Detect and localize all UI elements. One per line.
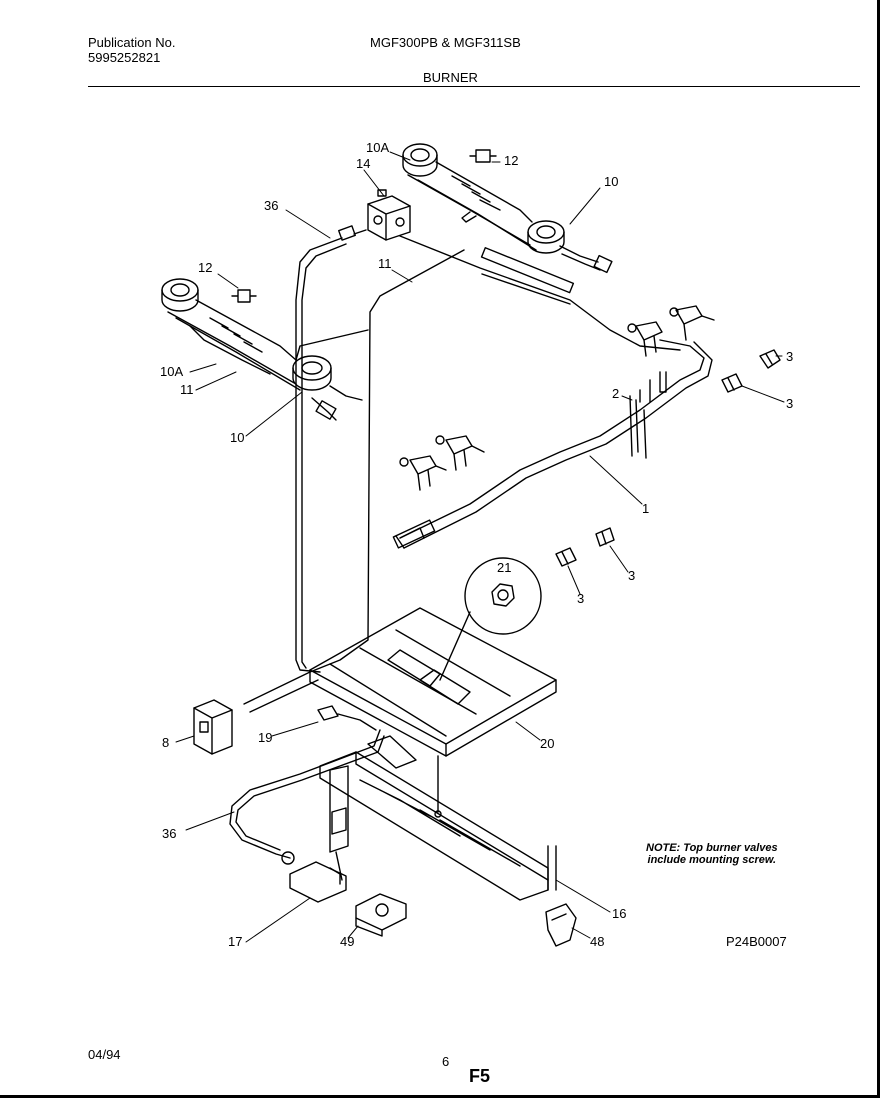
valve-front-right xyxy=(435,435,485,471)
valve-rear-left xyxy=(627,321,663,357)
safety-valve-8 xyxy=(193,699,233,755)
tube-36-main xyxy=(295,237,343,673)
knob-stem-3-b xyxy=(721,373,743,393)
callout-36-top: 36 xyxy=(264,198,278,213)
front-burner-assembly xyxy=(161,278,363,421)
callout-11-front: 11 xyxy=(180,382,194,397)
clip-12-top xyxy=(469,149,497,163)
callout-21: 21 xyxy=(497,560,511,575)
bracket-19 xyxy=(317,705,377,731)
callout-10-rear: 10 xyxy=(604,174,618,189)
callout-1: 1 xyxy=(642,501,649,516)
bracket-48 xyxy=(545,903,577,947)
note-line-2: include mounting screw. xyxy=(647,854,777,866)
tube-36-lower xyxy=(229,729,381,859)
callout-17: 17 xyxy=(228,934,242,949)
regulator-14 xyxy=(367,189,411,241)
valve-front-left xyxy=(399,455,447,491)
knob-stem-3-c xyxy=(595,527,615,547)
rear-burner-assembly xyxy=(402,143,613,274)
publication-number: 5995252821 xyxy=(88,50,161,65)
igniter-assembly xyxy=(329,765,349,881)
tube-11 xyxy=(309,249,465,673)
callout-10-front: 10 xyxy=(230,430,244,445)
header-rule xyxy=(88,86,860,87)
callout-20: 20 xyxy=(540,736,554,751)
callout-10A-rear: 10A xyxy=(366,140,389,155)
callout-3-c: 3 xyxy=(628,568,635,583)
callout-3-a: 3 xyxy=(786,349,793,364)
callout-10A-front: 10A xyxy=(160,364,183,379)
manifold-tube-rear xyxy=(399,235,681,351)
knob-stem-3-a xyxy=(759,349,781,369)
callout-3-b: 3 xyxy=(786,396,793,411)
callout-14: 14 xyxy=(356,156,370,171)
callout-11-rear: 11 xyxy=(378,256,392,271)
footer-page-number: 6 xyxy=(442,1054,450,1069)
fitting-36-top xyxy=(338,225,367,241)
manifold-pipe-1 xyxy=(392,339,713,549)
clip-12-left xyxy=(231,289,257,303)
note-block: NOTE: Top burner valves include mounting… xyxy=(646,842,778,866)
callout-48: 48 xyxy=(590,934,604,949)
nut-21 xyxy=(439,557,542,681)
callout-19: 19 xyxy=(258,730,272,745)
valve-rear-right xyxy=(669,305,715,341)
burner-box-20 xyxy=(243,607,557,757)
note-line-1: NOTE: Top burner valves xyxy=(646,842,778,854)
knob-stem-3-d xyxy=(555,547,577,567)
callout-8: 8 xyxy=(162,735,169,750)
callout-2: 2 xyxy=(612,386,619,401)
model-number: MGF300PB & MGF311SB xyxy=(370,35,521,50)
bracket-17 xyxy=(281,851,347,903)
bracket-49 xyxy=(355,893,407,937)
footer-date: 04/94 xyxy=(88,1047,121,1062)
callout-12-left: 12 xyxy=(198,260,212,275)
callout-16: 16 xyxy=(612,906,626,921)
callout-12-top: 12 xyxy=(504,153,518,168)
footer-code: F5 xyxy=(469,1066,491,1086)
callout-3-d: 3 xyxy=(577,591,584,606)
callout-36-lower: 36 xyxy=(162,826,176,841)
publication-label: Publication No. xyxy=(88,35,176,50)
drawing-code: P24B0007 xyxy=(726,934,787,949)
callout-49: 49 xyxy=(340,934,354,949)
section-title: BURNER xyxy=(423,70,478,85)
